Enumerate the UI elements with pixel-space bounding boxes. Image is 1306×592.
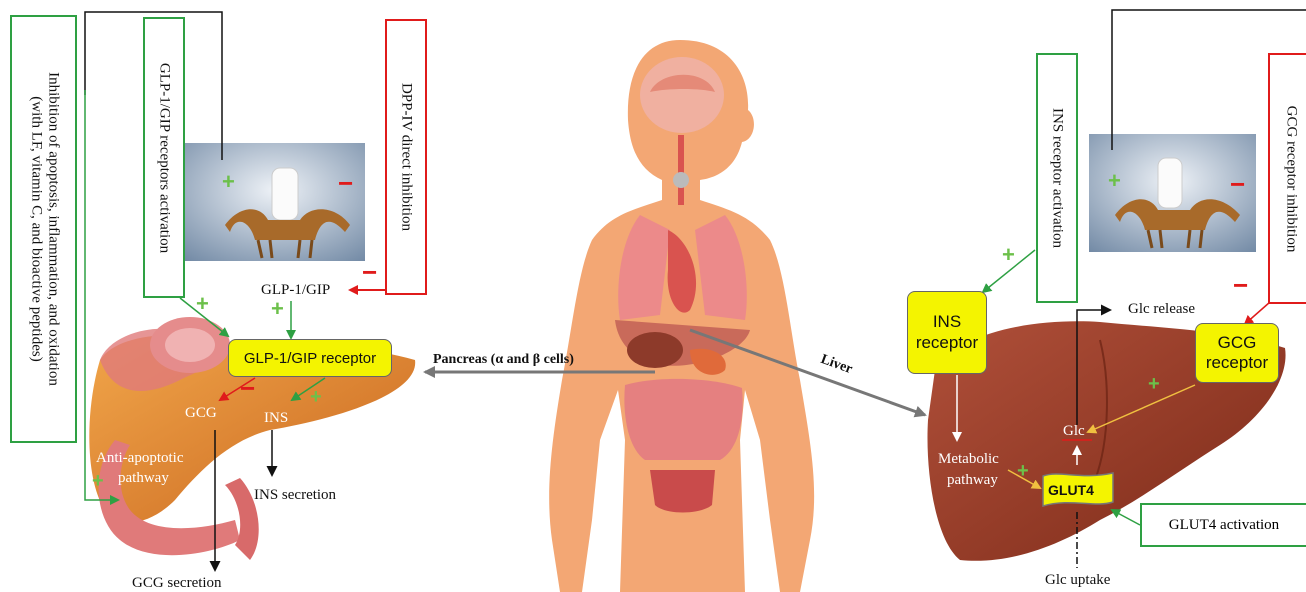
camel-milk-photo-left	[185, 143, 365, 261]
glc-release-label: Glc release	[1128, 302, 1195, 317]
dpp-inhibition-box: DPP-IV direct inhibition	[385, 19, 427, 295]
inhibition-box: Inhibition of apoptosis, inflammation, a…	[10, 15, 77, 443]
ins-label: INS	[264, 411, 288, 426]
ins-activation-text: INS receptor activation	[1048, 108, 1065, 248]
ins-activation-box: INS receptor activation	[1036, 53, 1078, 303]
glc-label: Glc	[1063, 424, 1085, 439]
ins-receptor-box: INS receptor	[907, 291, 987, 374]
minus-sign: −	[362, 257, 377, 287]
arrow-glut4-activation	[1112, 510, 1140, 525]
glp-activation-text: GLP-1/GIP receptors activation	[155, 62, 172, 252]
plus-sign: +	[310, 386, 322, 408]
ins-receptor-text: INS receptor	[912, 312, 982, 353]
minus-sign: −	[338, 168, 353, 198]
glut4-activation-box: GLUT4 activation	[1140, 503, 1306, 547]
plus-sign: +	[196, 291, 209, 316]
metabolic-label: Metabolic	[938, 452, 999, 467]
plus-sign: +	[1148, 373, 1160, 395]
pancreas-label: Pancreas (α and β cells)	[433, 353, 574, 367]
inhibition-text-line1: Inhibition of apoptosis, inflammation, a…	[45, 72, 61, 386]
gcg-secretion-label: GCG secretion	[132, 576, 222, 591]
gcg-inhibition-box: GCG receptor inhibition	[1268, 53, 1306, 304]
arrow-gcg-inhibition-to-receptor	[1245, 302, 1270, 324]
gcg-label: GCG	[185, 406, 217, 421]
plus-sign: +	[1002, 242, 1015, 267]
glut4-label: GLUT4	[1048, 483, 1094, 497]
glp-gip-receptor-box: GLP-1/GIP receptor	[228, 339, 392, 377]
plus-sign: +	[271, 296, 284, 321]
glp-activation-box: GLP-1/GIP receptors activation	[143, 17, 185, 298]
plus-sign: +	[1108, 168, 1121, 193]
dpp-inhibition-text: DPP-IV direct inhibition	[397, 83, 414, 231]
plus-sign: +	[222, 169, 235, 194]
metabolic-pathway-label: pathway	[947, 473, 998, 488]
gcg-receptor-text: GCG receptor	[1200, 333, 1274, 374]
plus-sign: +	[92, 470, 104, 492]
glp-gip-label: GLP-1/GIP	[261, 283, 330, 298]
glut4-activation-text: GLUT4 activation	[1169, 517, 1279, 534]
anti-apoptotic-pathway-label: pathway	[118, 471, 169, 486]
minus-sign: −	[1233, 270, 1248, 300]
human-body-illustration	[549, 40, 814, 592]
minus-sign: −	[240, 373, 255, 403]
gcg-inhibition-text: GCG receptor inhibition	[1282, 105, 1299, 252]
gcg-receptor-box: GCG receptor	[1195, 323, 1279, 383]
inhibition-text-line2: (with LF, vitamin C, and bioactive pepti…	[28, 96, 44, 361]
plus-sign: +	[1017, 460, 1029, 482]
minus-sign: −	[1230, 169, 1245, 199]
glc-uptake-label: Glc uptake	[1045, 573, 1110, 588]
ins-secretion-label: INS secretion	[254, 488, 336, 503]
anti-apoptotic-label: Anti-apoptotic	[96, 451, 183, 466]
